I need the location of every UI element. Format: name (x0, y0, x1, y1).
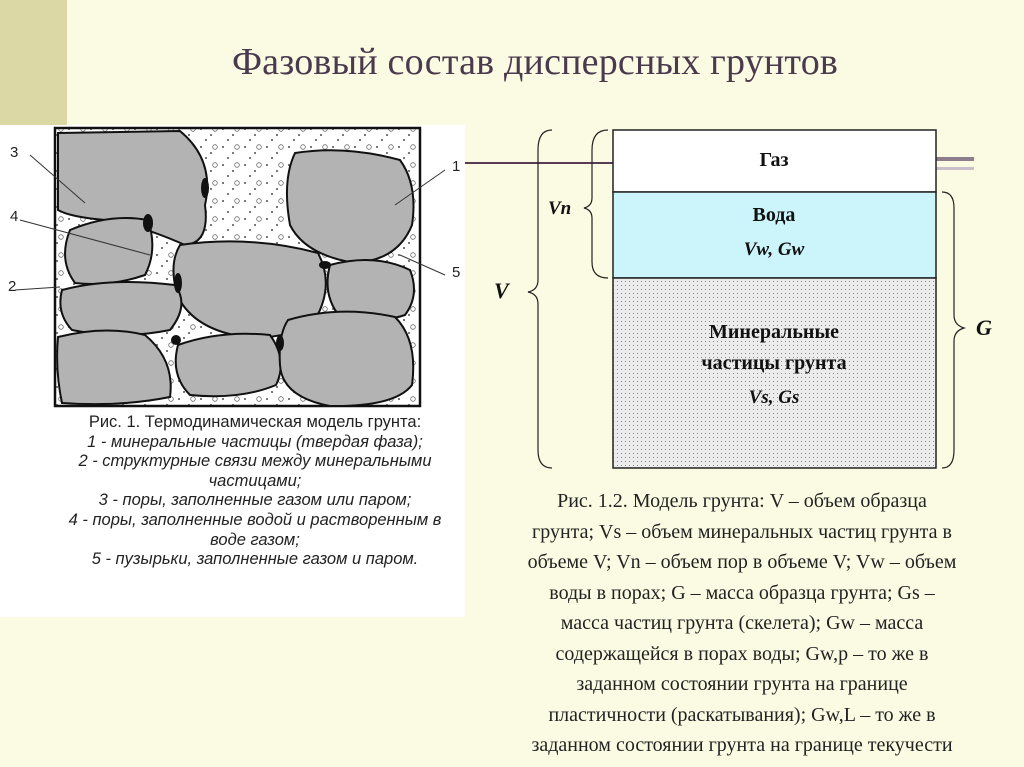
v-brace (527, 129, 553, 469)
caption-line: 4 - поры, заполненные водой и растворенн… (68, 510, 442, 549)
page-title: Фазовый состав дисперсных грунтов (231, 41, 839, 83)
caption-line: объеме V; Vn – объем пор в объеме V; Vw … (527, 551, 957, 573)
caption-line: заданном состоянии грунта на границе тек… (531, 734, 953, 756)
caption-line: 2 - структурные связи между минеральными… (78, 452, 432, 490)
caption-line: Рис. 1.2. Модель грунта: V – объем образ… (557, 490, 927, 512)
caption-line: пластичности (раскатывания); Gw,L – то ж… (548, 703, 936, 726)
brace-g-label: G (976, 315, 992, 340)
caption-line: 5 - пузырьки, заполненные газом и паром. (91, 550, 419, 569)
mineral-layer (612, 277, 937, 469)
water-layer (612, 191, 937, 279)
figure-soil-model: 3 4 2 1 5 (0, 125, 465, 617)
caption-line: Рис. 1. Термодинамическая модель грунта: (88, 413, 422, 431)
figure1-caption: Рис. 1. Термодинамическая модель грунта:… (50, 413, 460, 570)
figure2-caption: Рис. 1.2. Модель грунта: V – объем образ… (467, 486, 1017, 761)
gas-label: Газ (759, 149, 788, 171)
caption-line: грунта; Vs – объем минеральных частиц гр… (532, 520, 952, 543)
accent-bar (0, 0, 67, 125)
mineral-sub-label: Vs, Gs (749, 387, 800, 408)
mineral-label-line2: частицы грунта (701, 352, 846, 374)
caption-line: 3 - поры, заполненные газом или паром; (98, 491, 412, 510)
label-2: 2 (8, 278, 16, 295)
label-4: 4 (10, 208, 18, 225)
label-5: 5 (452, 264, 460, 281)
vn-brace (583, 129, 609, 279)
mineral-label-line1: Минеральные (709, 321, 839, 343)
decor-rule (936, 157, 974, 161)
gas-layer (612, 129, 937, 193)
title-connector-line (440, 162, 615, 164)
soil-particles-illustration: 3 4 2 1 5 (8, 126, 460, 408)
water-sub-label: Vw, Gw (744, 239, 805, 260)
brace-v-label: V (494, 278, 511, 303)
label-3: 3 (10, 144, 18, 161)
label-1: 1 (452, 158, 460, 175)
caption-line: воды в порах; G – масса образца грунта; … (549, 581, 935, 604)
caption-line: масса частиц грунта (скелета); Gw – масс… (560, 612, 924, 634)
caption-line: заданном состоянии грунта на границе (576, 673, 908, 695)
decor-rule-light (936, 167, 974, 170)
caption-line: содержащейся в порах воды; Gw,p – то же … (555, 642, 929, 665)
water-label: Вода (753, 204, 796, 226)
phase-model-diagram: Газ Вода Vw, Gw Минеральные частицы грун… (494, 129, 992, 469)
brace-vn-label: Vn (548, 198, 571, 219)
caption-line: 1 - минеральные частицы (твердая фаза); (87, 432, 423, 451)
g-brace (941, 191, 967, 469)
